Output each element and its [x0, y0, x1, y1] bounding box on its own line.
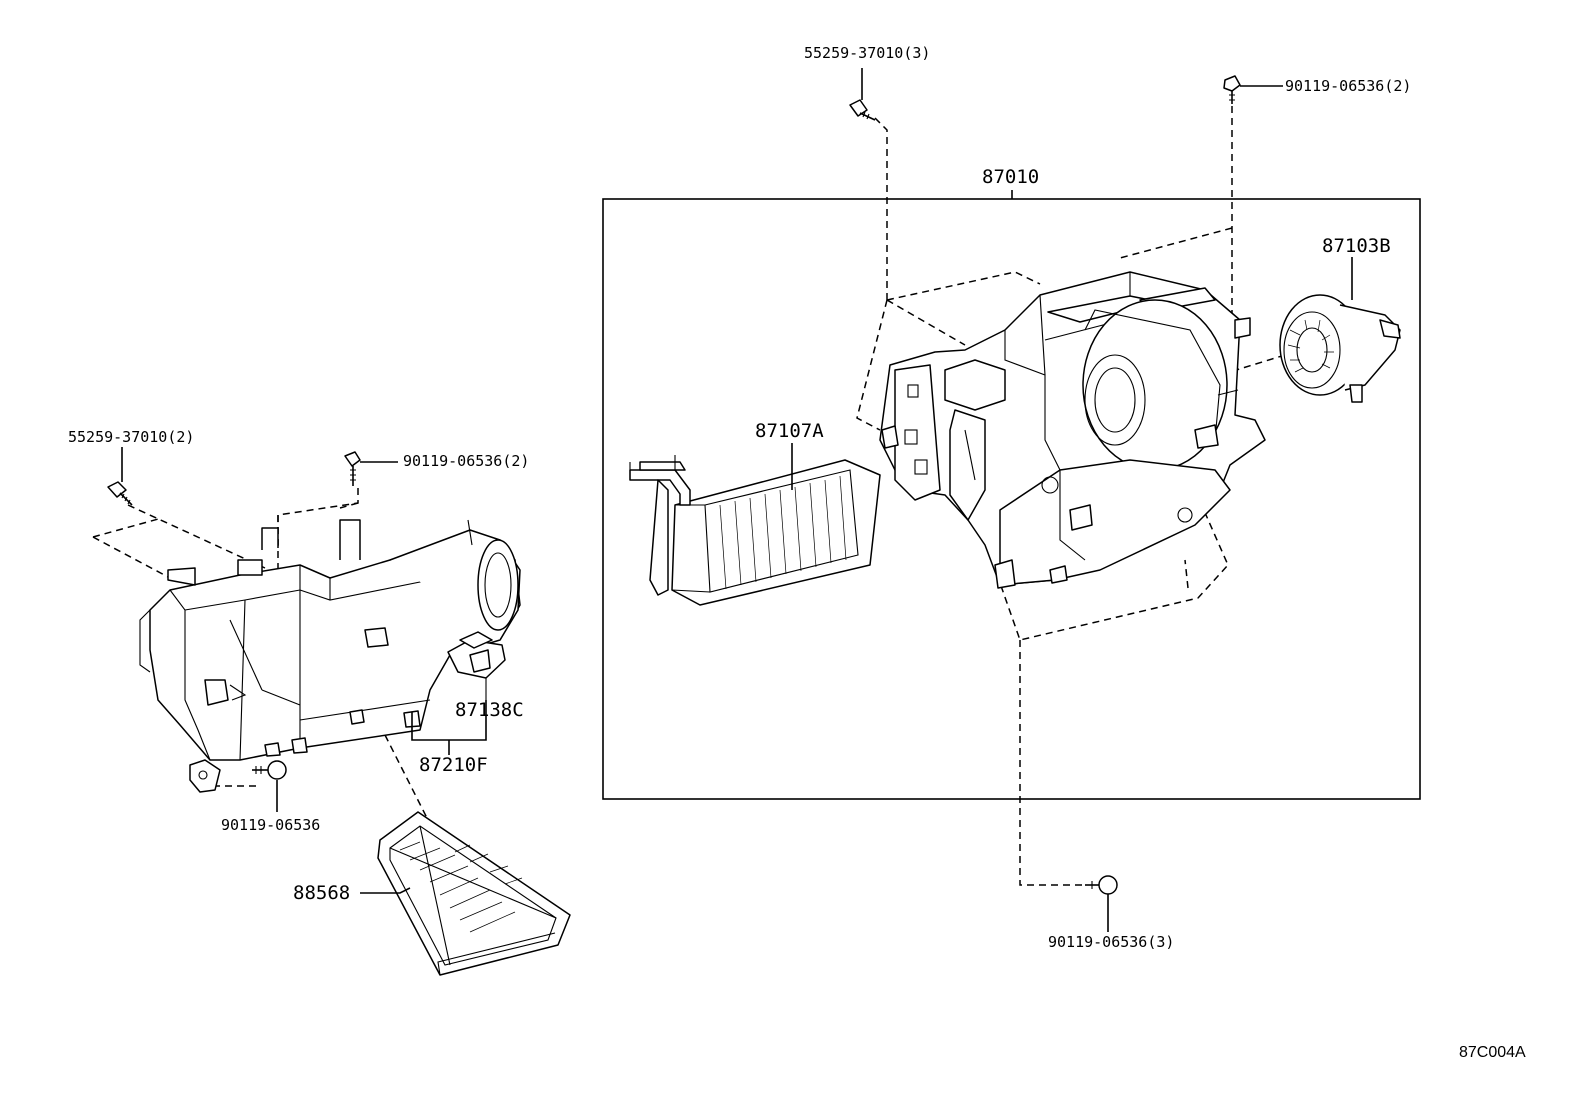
- heater-case-drawing: [879, 271, 1266, 589]
- part-label-87138C: 87138C: [455, 699, 524, 721]
- part-label-90119-top-right: 90119-06536(2): [1285, 77, 1411, 95]
- part-label-90119-left-bottom: 90119-06536: [221, 816, 320, 834]
- bolt-icon: [252, 760, 287, 780]
- bolt-icon: [1223, 75, 1241, 104]
- leader-line: [360, 887, 411, 894]
- part-label-87103B: 87103B: [1322, 235, 1391, 257]
- part-label-87107A: 87107A: [755, 420, 824, 442]
- part-label-87210F: 87210F: [419, 754, 488, 776]
- figure-code: 87C004A: [1459, 1044, 1526, 1061]
- part-label-90119-left-top: 90119-06536(2): [403, 452, 529, 470]
- blower-motor-drawing: [1279, 294, 1401, 403]
- part-label-55259-top: 55259-37010(3): [804, 44, 930, 62]
- part-label-88568: 88568: [293, 882, 350, 904]
- part-label-87010: 87010: [982, 166, 1039, 188]
- filter-drawing: [377, 811, 571, 976]
- bolt-icon: [107, 481, 133, 506]
- bolt-icon: [344, 451, 361, 486]
- heater-core-drawing: [629, 455, 881, 606]
- part-label-90119-bottom-right: 90119-06536(3): [1048, 933, 1174, 951]
- bolt-icon: [849, 99, 876, 121]
- bolt-icon: [1085, 875, 1118, 895]
- part-label-55259-left: 55259-37010(2): [68, 428, 194, 446]
- left-heater-unit-drawing: [92, 488, 521, 821]
